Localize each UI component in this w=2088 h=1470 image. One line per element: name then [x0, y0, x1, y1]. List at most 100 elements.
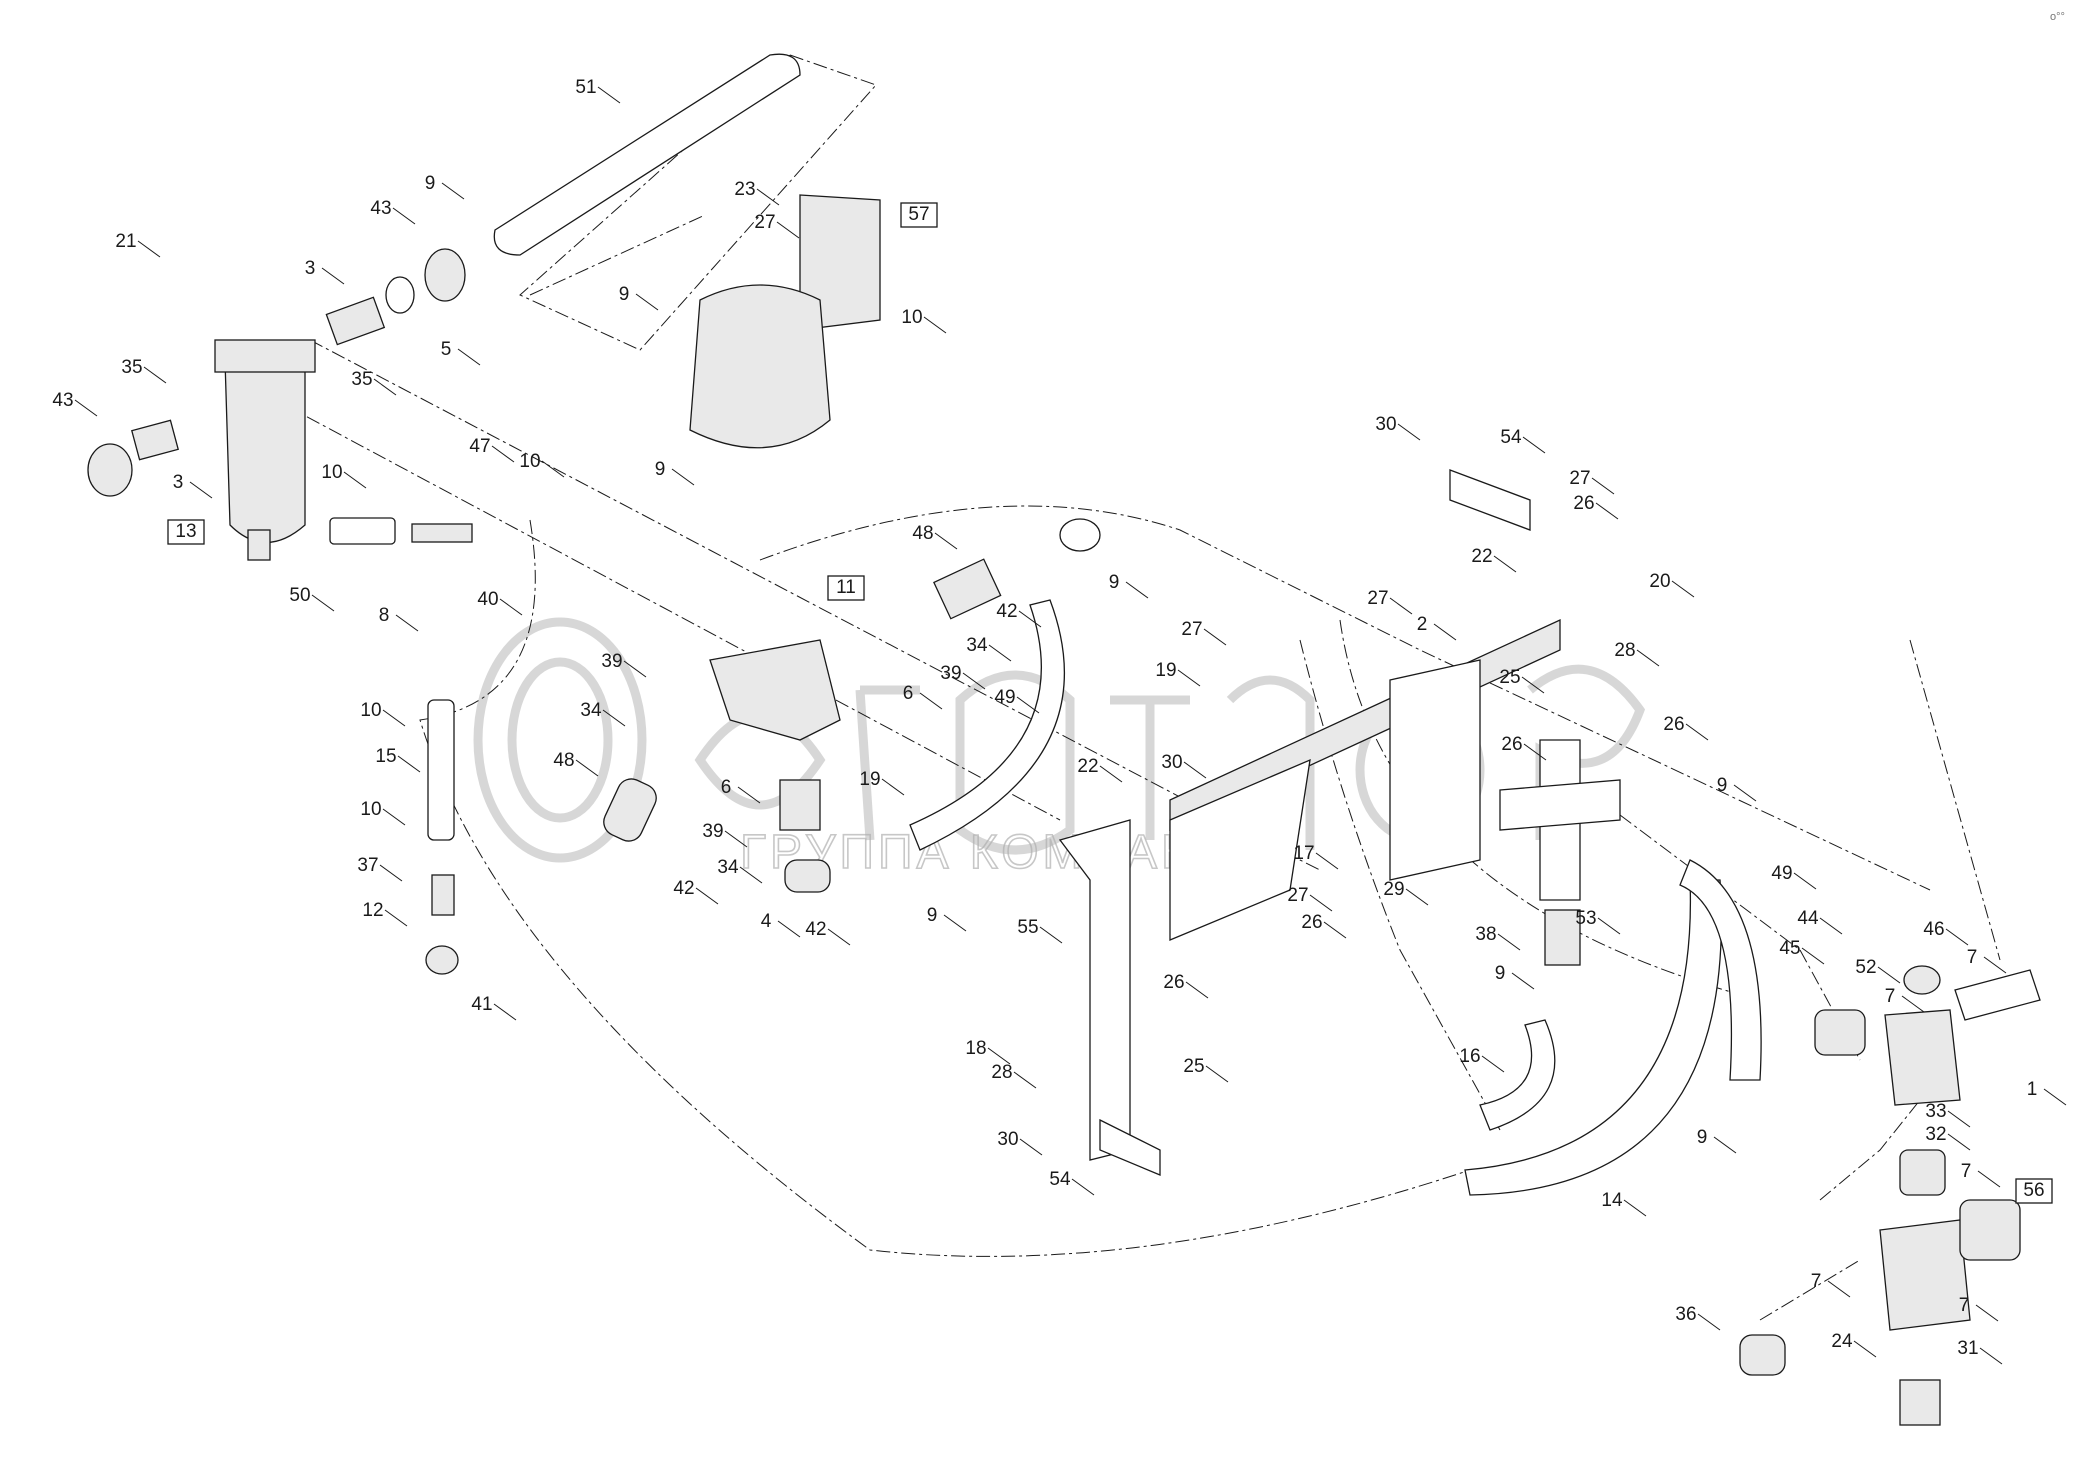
callout-label-54a: 54 — [1500, 427, 1522, 448]
filter-13-drain — [247, 529, 271, 561]
fitting-48b — [933, 558, 1002, 620]
fitting-38 — [1544, 909, 1581, 966]
fitting-52 — [1814, 1009, 1866, 1056]
hose-16 — [1479, 1019, 1556, 1131]
callout-label-54b: 54 — [1049, 1169, 1071, 1190]
hose-14 — [1464, 879, 1722, 1196]
callout-label-6b: 6 — [721, 777, 732, 798]
callout-27a: 27 — [754, 212, 800, 239]
callout-label-37: 37 — [357, 855, 378, 876]
fitting-3b — [325, 296, 386, 346]
assembly-lines — [284, 54, 2001, 1321]
callout-label-43a: 43 — [370, 198, 391, 219]
callout-22b: 22 — [1471, 546, 1517, 573]
callout-label-26d: 26 — [1301, 912, 1322, 933]
callout-label-34b: 34 — [580, 700, 602, 721]
elbow-4 — [784, 859, 831, 893]
callout-label-9e: 9 — [927, 905, 938, 926]
callout-label-34c: 34 — [717, 857, 739, 878]
callout-label-1: 1 — [2027, 1079, 2038, 1100]
callout-19a: 19 — [859, 769, 905, 796]
motor-56 — [1959, 1199, 2021, 1261]
corner-mark: о°° — [2050, 11, 2065, 23]
callout-4: 4 — [761, 911, 801, 938]
callout-49a: 49 — [994, 687, 1040, 714]
callout-26d: 26 — [1301, 912, 1347, 939]
callout-label-19b: 19 — [1155, 660, 1176, 681]
callout-42b: 42 — [673, 878, 719, 905]
callout-10c: 10 — [519, 451, 565, 478]
nut-41 — [425, 945, 459, 975]
callout-label-49a: 49 — [994, 687, 1015, 708]
callout-27c: 27 — [1367, 588, 1413, 615]
bracket-55 — [1058, 819, 1131, 1161]
hose-15 — [427, 699, 455, 841]
callout-label-42c: 42 — [805, 919, 826, 940]
callout-28b: 28 — [991, 1062, 1037, 1089]
callout-label-3a: 3 — [305, 258, 316, 279]
callout-label-12: 12 — [362, 900, 383, 921]
callout-label-9c: 9 — [655, 459, 666, 480]
callout-47: 47 — [469, 436, 515, 463]
callout-33: 33 — [1925, 1101, 1971, 1128]
callout-label-9d: 9 — [1109, 572, 1120, 593]
callout-label-13: 13 — [175, 521, 196, 542]
callout-label-56: 56 — [2023, 1180, 2044, 1201]
callout-label-28b: 28 — [991, 1062, 1012, 1083]
callout-label-19a: 19 — [859, 769, 880, 790]
callout-31: 31 — [1957, 1338, 2003, 1365]
hose-49b — [1679, 859, 1762, 1081]
clamp-54a — [1449, 469, 1531, 531]
callout-10e: 10 — [360, 799, 406, 826]
callout-label-35a: 35 — [121, 357, 142, 378]
callout-label-38: 38 — [1475, 924, 1496, 945]
callout-26a: 26 — [1573, 493, 1619, 520]
callout-label-55: 55 — [1017, 917, 1038, 938]
callout-label-21: 21 — [115, 231, 136, 252]
callout-label-7a: 7 — [1967, 947, 1978, 968]
callout-label-7d: 7 — [1811, 1271, 1822, 1292]
callout-6a: 6 — [903, 683, 943, 710]
callout-label-42b: 42 — [673, 878, 694, 899]
callout-label-10d: 10 — [360, 700, 381, 721]
callout-48b: 48 — [553, 750, 599, 777]
callout-44: 44 — [1797, 908, 1843, 935]
callout-label-26c: 26 — [1501, 734, 1522, 755]
callout-32: 32 — [1925, 1124, 1971, 1151]
callout-12: 12 — [362, 900, 408, 927]
callout-label-29: 29 — [1383, 879, 1404, 900]
callout-label-30a: 30 — [1161, 752, 1182, 773]
callout-30c: 30 — [997, 1129, 1043, 1156]
callout-label-45: 45 — [1779, 938, 1800, 959]
callout-label-40: 40 — [477, 589, 498, 610]
fitting-32 — [1899, 1149, 1946, 1196]
callout-label-5: 5 — [441, 339, 452, 360]
callout-label-36: 36 — [1675, 1304, 1696, 1325]
callout-label-43b: 43 — [52, 390, 73, 411]
callout-label-27c: 27 — [1367, 588, 1388, 609]
callout-20: 20 — [1649, 571, 1695, 598]
callout-9a: 9 — [425, 173, 465, 200]
callout-13: 13 — [167, 519, 205, 545]
callout-label-16: 16 — [1459, 1046, 1480, 1067]
valve-block-57 — [799, 194, 881, 331]
valve-56 — [1879, 1219, 1971, 1331]
callout-label-23: 23 — [734, 179, 755, 200]
callout-24: 24 — [1831, 1331, 1877, 1358]
callout-label-26a: 26 — [1573, 493, 1594, 514]
callout-30a: 30 — [1161, 752, 1207, 779]
callout-35b: 35 — [351, 369, 397, 396]
callout-label-50: 50 — [289, 585, 310, 606]
callout-label-57: 57 — [908, 204, 929, 225]
callout-label-32: 32 — [1925, 1124, 1946, 1145]
callout-51: 51 — [575, 77, 621, 104]
elbow-36 — [1739, 1334, 1786, 1376]
callout-label-14: 14 — [1601, 1190, 1623, 1211]
callout-7c: 7 — [1961, 1161, 2001, 1188]
callout-label-30b: 30 — [1375, 414, 1396, 435]
hose-51 — [493, 53, 801, 256]
callout-35a: 35 — [121, 357, 167, 384]
cap-46 — [1903, 965, 1941, 995]
callout-label-15: 15 — [375, 746, 396, 767]
callout-10a: 10 — [901, 307, 947, 334]
